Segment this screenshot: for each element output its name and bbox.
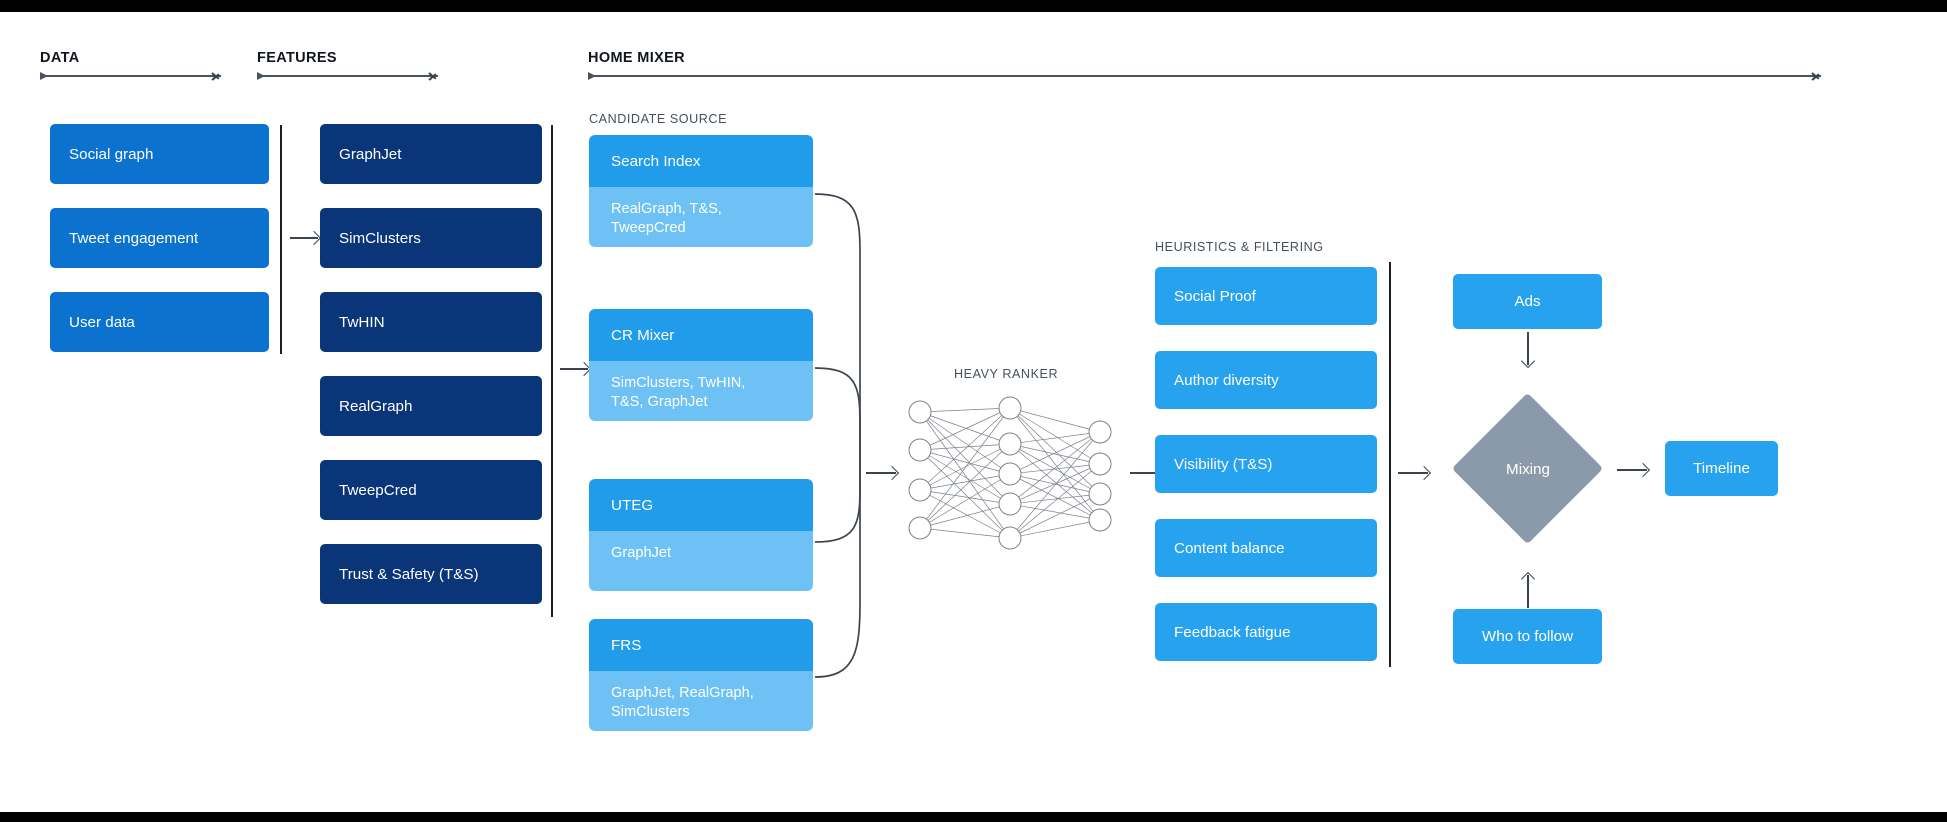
caption-heavy-ranker: HEAVY RANKER xyxy=(954,367,1059,381)
heuristic-box-visibility[interactable]: Visibility (T&S) xyxy=(1155,435,1377,493)
data-box-label: Tweet engagement xyxy=(69,229,199,247)
candidate-card-search-index[interactable]: Search Index RealGraph, T&S, TweepCred xyxy=(589,135,813,247)
heuristic-box-label: Social Proof xyxy=(1174,287,1256,305)
feature-box-label: TwHIN xyxy=(339,313,385,331)
arrow-whotofollow-to-mixing xyxy=(1527,575,1529,608)
feature-box-tweepcred[interactable]: TweepCred xyxy=(320,460,542,520)
feature-box-simclusters[interactable]: SimClusters xyxy=(320,208,542,268)
candidate-card-title: CR Mixer xyxy=(589,309,813,361)
heavy-ranker-network xyxy=(908,396,1112,550)
data-box-social-graph[interactable]: Social graph xyxy=(50,124,269,184)
arrow-data-to-features xyxy=(290,237,318,239)
feature-box-label: TweepCred xyxy=(339,481,417,499)
candidate-card-cr-mixer[interactable]: CR Mixer SimClusters, TwHIN, T&S, GraphJ… xyxy=(589,309,813,421)
heuristic-box-label: Feedback fatigue xyxy=(1174,623,1291,641)
data-box-label: Social graph xyxy=(69,145,154,163)
output-box-timeline[interactable]: Timeline xyxy=(1665,441,1778,496)
candidate-card-uteg[interactable]: UTEG GraphJet xyxy=(589,479,813,591)
arrow-ranker-to-heuristics xyxy=(1130,472,1160,474)
arrow-candidates-to-ranker xyxy=(866,472,896,474)
rule-end-arrow-icon xyxy=(429,71,439,81)
heuristic-box-author-diversity[interactable]: Author diversity xyxy=(1155,351,1377,409)
caption-candidate-source: CANDIDATE SOURCE xyxy=(589,112,728,126)
candidate-card-frs[interactable]: FRS GraphJet, RealGraph, SimClusters xyxy=(589,619,813,731)
output-box-label: Who to follow xyxy=(1481,628,1574,645)
rule-end-arrow-icon xyxy=(1812,71,1822,81)
candidate-card-features: GraphJet, RealGraph, SimClusters xyxy=(589,671,813,731)
heuristic-box-label: Content balance xyxy=(1174,539,1285,557)
stage-rule-data xyxy=(40,72,221,80)
feature-box-label: SimClusters xyxy=(339,229,421,247)
heuristic-box-label: Author diversity xyxy=(1174,371,1279,389)
candidate-card-features: SimClusters, TwHIN, T&S, GraphJet xyxy=(589,361,813,421)
arrow-features-to-candidates xyxy=(560,368,588,370)
output-box-label: Timeline xyxy=(1693,460,1750,477)
stage-label-features: FEATURES xyxy=(257,50,337,66)
diagram-canvas: DATA FEATURES HOME MIXER Social graph Tw… xyxy=(0,12,1947,812)
feature-box-label: RealGraph xyxy=(339,397,413,415)
feature-box-realgraph[interactable]: RealGraph xyxy=(320,376,542,436)
stage-rule-home-mixer xyxy=(588,72,1821,80)
rule-end-arrow-icon xyxy=(212,71,222,81)
feature-box-label: GraphJet xyxy=(339,145,402,163)
rule-start-triangle-icon xyxy=(588,72,596,80)
caption-heuristics: HEURISTICS & FILTERING xyxy=(1155,240,1324,254)
candidate-card-title: Search Index xyxy=(589,135,813,187)
divider-features-homemixer xyxy=(551,125,553,617)
feature-box-twhin[interactable]: TwHIN xyxy=(320,292,542,352)
mixing-label: Mixing xyxy=(1506,460,1550,478)
output-box-ads[interactable]: Ads xyxy=(1453,274,1602,329)
heuristic-box-social-proof[interactable]: Social Proof xyxy=(1155,267,1377,325)
stage-label-data: DATA xyxy=(40,50,80,66)
stage-rule-features xyxy=(257,72,438,80)
output-box-who-to-follow[interactable]: Who to follow xyxy=(1453,609,1602,664)
rule-start-triangle-icon xyxy=(40,72,48,80)
feature-box-graphjet[interactable]: GraphJet xyxy=(320,124,542,184)
data-box-label: User data xyxy=(69,313,135,331)
feature-box-trust-safety[interactable]: Trust & Safety (T&S) xyxy=(320,544,542,604)
data-box-tweet-engagement[interactable]: Tweet engagement xyxy=(50,208,269,268)
feature-box-label: Trust & Safety (T&S) xyxy=(339,565,479,583)
arrow-mixing-to-timeline xyxy=(1617,469,1647,471)
arrow-heuristics-to-mixing xyxy=(1398,472,1428,474)
data-box-user-data[interactable]: User data xyxy=(50,292,269,352)
arrow-ads-to-mixing xyxy=(1527,332,1529,365)
heuristic-box-label: Visibility (T&S) xyxy=(1174,455,1273,473)
heuristic-box-content-balance[interactable]: Content balance xyxy=(1155,519,1377,577)
heuristic-box-feedback-fatigue[interactable]: Feedback fatigue xyxy=(1155,603,1377,661)
candidate-card-title: UTEG xyxy=(589,479,813,531)
divider-heuristics-output xyxy=(1389,262,1391,667)
connector-candidates-to-ranker xyxy=(814,193,861,678)
divider-data-features xyxy=(280,125,282,354)
candidate-card-features: RealGraph, T&S, TweepCred xyxy=(589,187,813,247)
rule-start-triangle-icon xyxy=(257,72,265,80)
candidate-card-title: FRS xyxy=(589,619,813,671)
candidate-card-features: GraphJet xyxy=(589,531,813,591)
stage-label-home-mixer: HOME MIXER xyxy=(588,50,685,66)
output-box-label: Ads xyxy=(1514,293,1541,310)
